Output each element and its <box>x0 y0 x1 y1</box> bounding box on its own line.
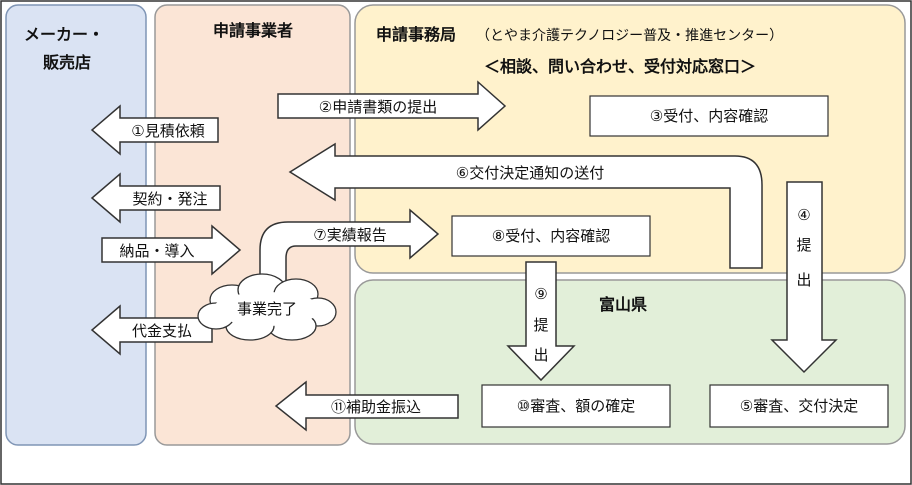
submit-4-num: ④ <box>797 206 810 224</box>
project-complete-label: 事業完了 <box>237 300 297 318</box>
office-title-paren: （とやま介護テクノロジー普及・推進センター） <box>476 28 783 44</box>
review-amount-label: ⑩審査、額の確定 <box>517 397 635 415</box>
arrow-contract-order <box>90 172 221 224</box>
decision-notice-label: ⑥交付決定通知の送付 <box>456 164 604 182</box>
arrow-submit-9 <box>506 261 576 382</box>
arrow-subsidy-transfer <box>274 380 459 432</box>
quote-request-label: ①見積依頼 <box>131 122 204 140</box>
submit-4-char2: 出 <box>796 271 811 289</box>
arrow-delivery-install <box>101 224 242 276</box>
arrow-decision-notice <box>288 142 763 269</box>
receipt-check-1-label: ③受付、内容確認 <box>650 107 768 125</box>
receipt-check-2-label: ⑧受付、内容確認 <box>492 227 610 245</box>
office-title: 申請事務局 <box>376 25 456 44</box>
arrow-payment <box>90 304 213 356</box>
review-decision-box <box>709 384 889 428</box>
project-complete-cloud <box>197 273 337 341</box>
office-subtitle: ＜相談、問い合わせ、受付対応窓口＞ <box>484 57 756 76</box>
submit-9-char2: 出 <box>533 346 548 364</box>
arrow-submit-docs <box>277 80 507 132</box>
arrow-result-report <box>259 208 440 293</box>
arrow-submit-4 <box>770 181 838 374</box>
delivery-install-label: 納品・導入 <box>119 242 194 260</box>
applicant-title: 申請事業者 <box>213 21 293 40</box>
office-panel <box>354 4 906 274</box>
result-report-label: ⑦実績報告 <box>313 226 386 244</box>
review-decision-label: ⑤審査、交付決定 <box>740 397 858 415</box>
receipt-check-2-box <box>451 215 651 257</box>
submit-4-char1: 提 <box>796 236 811 254</box>
arrow-quote-request <box>90 104 219 156</box>
maker-title-line2: 販売店 <box>43 53 91 72</box>
submit-docs-label: ②申請書類の提出 <box>319 98 437 116</box>
review-amount-box <box>481 384 671 428</box>
contract-order-label: 契約・発注 <box>132 190 207 208</box>
subsidy-transfer-label: ⑪補助金振込 <box>331 398 421 416</box>
maker-title-line1: メーカー・ <box>24 25 104 44</box>
receipt-check-1-box <box>589 95 829 137</box>
payment-label: 代金支払 <box>132 322 192 340</box>
prefecture-title: 富山県 <box>599 295 647 314</box>
submit-9-num: ⑨ <box>534 285 547 303</box>
submit-9-char1: 提 <box>533 316 548 334</box>
